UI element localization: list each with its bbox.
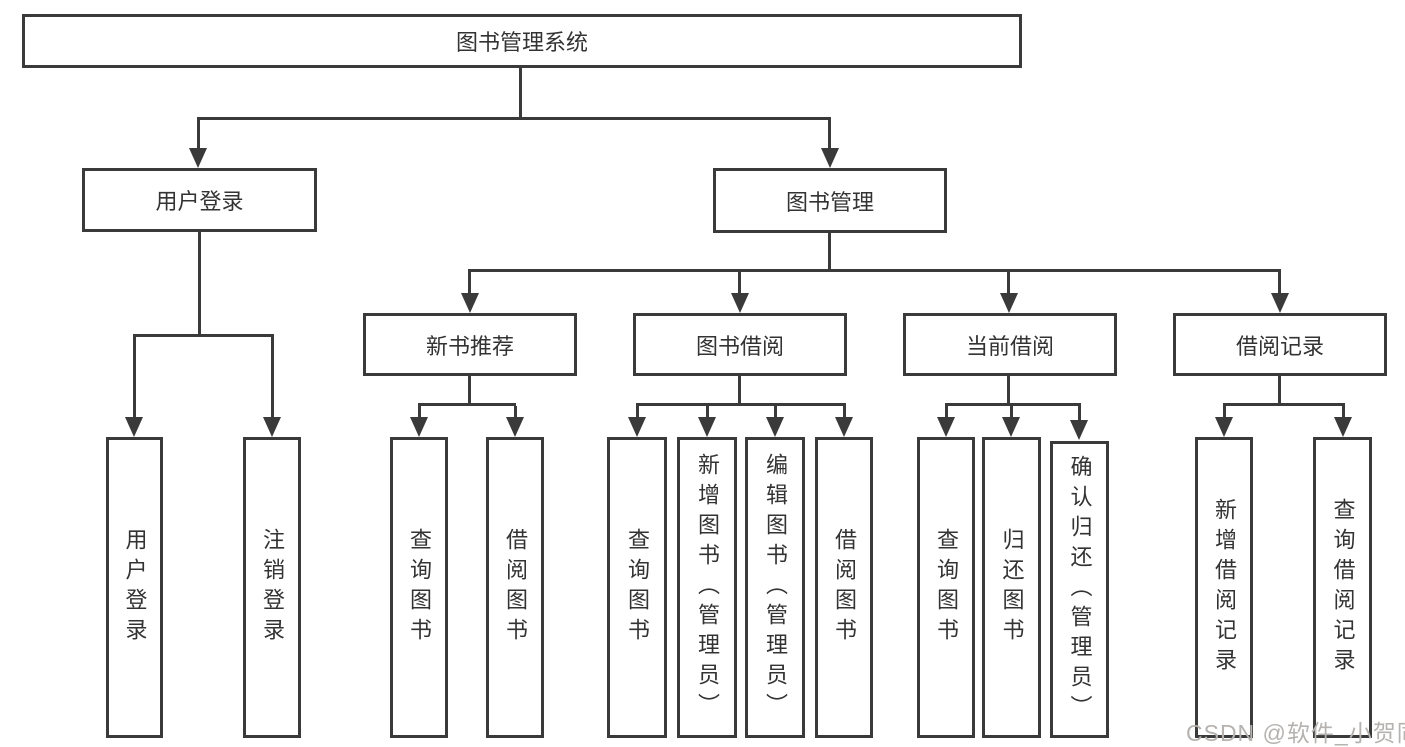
connector-book-mgmt-rail xyxy=(468,269,1281,272)
connector-stub xyxy=(514,406,517,420)
connector-stub xyxy=(271,337,274,419)
connector-drop xyxy=(738,376,741,406)
connector-drop xyxy=(468,376,471,406)
connector-stub xyxy=(636,406,639,420)
node-current-borrow: 当前借阅 xyxy=(903,313,1117,376)
leaf-add-books-admin: 新增图书（管理员） xyxy=(677,437,737,738)
arrow-down-icon xyxy=(1334,417,1352,437)
connector-book-mgmt-drop xyxy=(828,233,831,272)
connector-stub xyxy=(738,272,741,295)
arrow-down-icon xyxy=(835,417,853,437)
leaf-logout: 注销登录 xyxy=(243,437,301,738)
connector-drop xyxy=(1278,376,1281,406)
leaf-query-books-borrow: 查询图书 xyxy=(607,437,667,738)
connector-stub xyxy=(706,406,709,420)
arrow-down-icon xyxy=(698,417,716,437)
arrow-down-icon xyxy=(410,417,428,437)
connector-root-drop xyxy=(519,68,522,120)
leaf-borrow-books-recommend-label: 借阅图书 xyxy=(503,527,528,648)
connector-stub xyxy=(843,406,846,420)
node-borrow-record: 借阅记录 xyxy=(1173,313,1387,376)
node-user-login-label: 用户登录 xyxy=(155,189,244,214)
leaf-add-borrow-record: 新增借阅记录 xyxy=(1195,437,1253,738)
connector-rail xyxy=(945,403,1081,406)
node-root: 图书管理系统 xyxy=(22,14,1022,68)
node-book-management-label: 图书管理 xyxy=(785,189,874,215)
leaf-add-books-admin-label: 新增图书（管理员） xyxy=(695,452,720,723)
connector-stub xyxy=(1007,272,1010,295)
arrow-down-icon xyxy=(263,417,281,437)
connector-rail xyxy=(636,403,846,406)
leaf-query-books-recommend: 查询图书 xyxy=(390,437,448,738)
connector-stub xyxy=(468,272,471,295)
leaf-logout-label: 注销登录 xyxy=(260,527,285,648)
leaf-return-books-label: 归还图书 xyxy=(999,527,1025,648)
leaf-edit-books-admin-label: 编辑图书（管理员） xyxy=(763,452,788,723)
node-user-login: 用户登录 xyxy=(82,168,317,232)
arrow-down-icon xyxy=(731,293,749,313)
node-current-borrow-label: 当前借阅 xyxy=(965,333,1054,359)
arrow-down-icon xyxy=(461,293,479,313)
connector-stub xyxy=(774,406,777,420)
leaf-query-borrow-record-label: 查询借阅记录 xyxy=(1330,497,1356,678)
connector-stub xyxy=(133,337,136,419)
connector-stub xyxy=(1010,406,1013,420)
leaf-query-books-current-label: 查询图书 xyxy=(934,527,959,648)
leaf-confirm-return-admin: 确认归还（管理员） xyxy=(1050,441,1109,738)
connector-rail xyxy=(418,403,516,406)
connector-stub xyxy=(828,120,831,150)
leaf-edit-books-admin: 编辑图书（管理员） xyxy=(745,437,805,738)
node-book-borrow-label: 图书借阅 xyxy=(695,333,784,359)
connector-user-login-rail xyxy=(133,334,274,337)
connector-rail xyxy=(1223,403,1345,406)
arrow-down-icon xyxy=(189,148,207,168)
arrow-down-icon xyxy=(1271,293,1289,313)
arrow-down-icon xyxy=(628,417,646,437)
arrow-down-icon xyxy=(125,417,143,437)
arrow-down-icon xyxy=(1002,417,1020,437)
connector-stub xyxy=(945,406,948,420)
leaf-borrow-books-label: 借阅图书 xyxy=(832,527,857,648)
node-borrow-record-label: 借阅记录 xyxy=(1235,333,1324,359)
node-root-label: 图书管理系统 xyxy=(455,30,588,55)
node-new-book-recommend: 新书推荐 xyxy=(363,313,577,376)
leaf-borrow-books: 借阅图书 xyxy=(815,437,873,738)
leaf-query-books-borrow-label: 查询图书 xyxy=(625,527,650,648)
connector-stub xyxy=(1342,406,1345,420)
node-new-book-recommend-label: 新书推荐 xyxy=(425,333,514,359)
leaf-borrow-books-recommend: 借阅图书 xyxy=(486,437,544,738)
connector-stub xyxy=(1078,406,1081,422)
arrow-down-icon xyxy=(1215,417,1233,437)
arrow-down-icon xyxy=(506,417,524,437)
connector-user-login-drop xyxy=(198,232,201,337)
node-book-management: 图书管理 xyxy=(713,168,947,233)
csdn-watermark: CSDN @软件_小贺同学 xyxy=(1186,720,1405,746)
arrow-down-icon xyxy=(1070,420,1088,440)
leaf-user-login: 用户登录 xyxy=(106,437,163,738)
connector-root-rail xyxy=(197,117,831,120)
leaf-return-books: 归还图书 xyxy=(982,437,1041,738)
connector-stub xyxy=(418,406,421,420)
arrow-down-icon xyxy=(766,417,784,437)
arrow-down-icon xyxy=(937,417,955,437)
leaf-query-books-recommend-label: 查询图书 xyxy=(407,527,432,648)
leaf-confirm-return-admin-label: 确认归还（管理员） xyxy=(1067,454,1093,725)
node-book-borrow: 图书借阅 xyxy=(633,313,847,376)
leaf-query-books-current: 查询图书 xyxy=(917,437,975,738)
connector-drop xyxy=(1007,376,1010,406)
connector-stub xyxy=(1223,406,1226,420)
leaf-query-borrow-record: 查询借阅记录 xyxy=(1313,437,1372,738)
leaf-user-login-label: 用户登录 xyxy=(122,527,148,648)
arrow-down-icon xyxy=(1000,293,1018,313)
arrow-down-icon xyxy=(821,148,839,168)
connector-stub xyxy=(197,120,200,150)
leaf-add-borrow-record-label: 新增借阅记录 xyxy=(1212,497,1237,678)
connector-stub xyxy=(1278,272,1281,295)
